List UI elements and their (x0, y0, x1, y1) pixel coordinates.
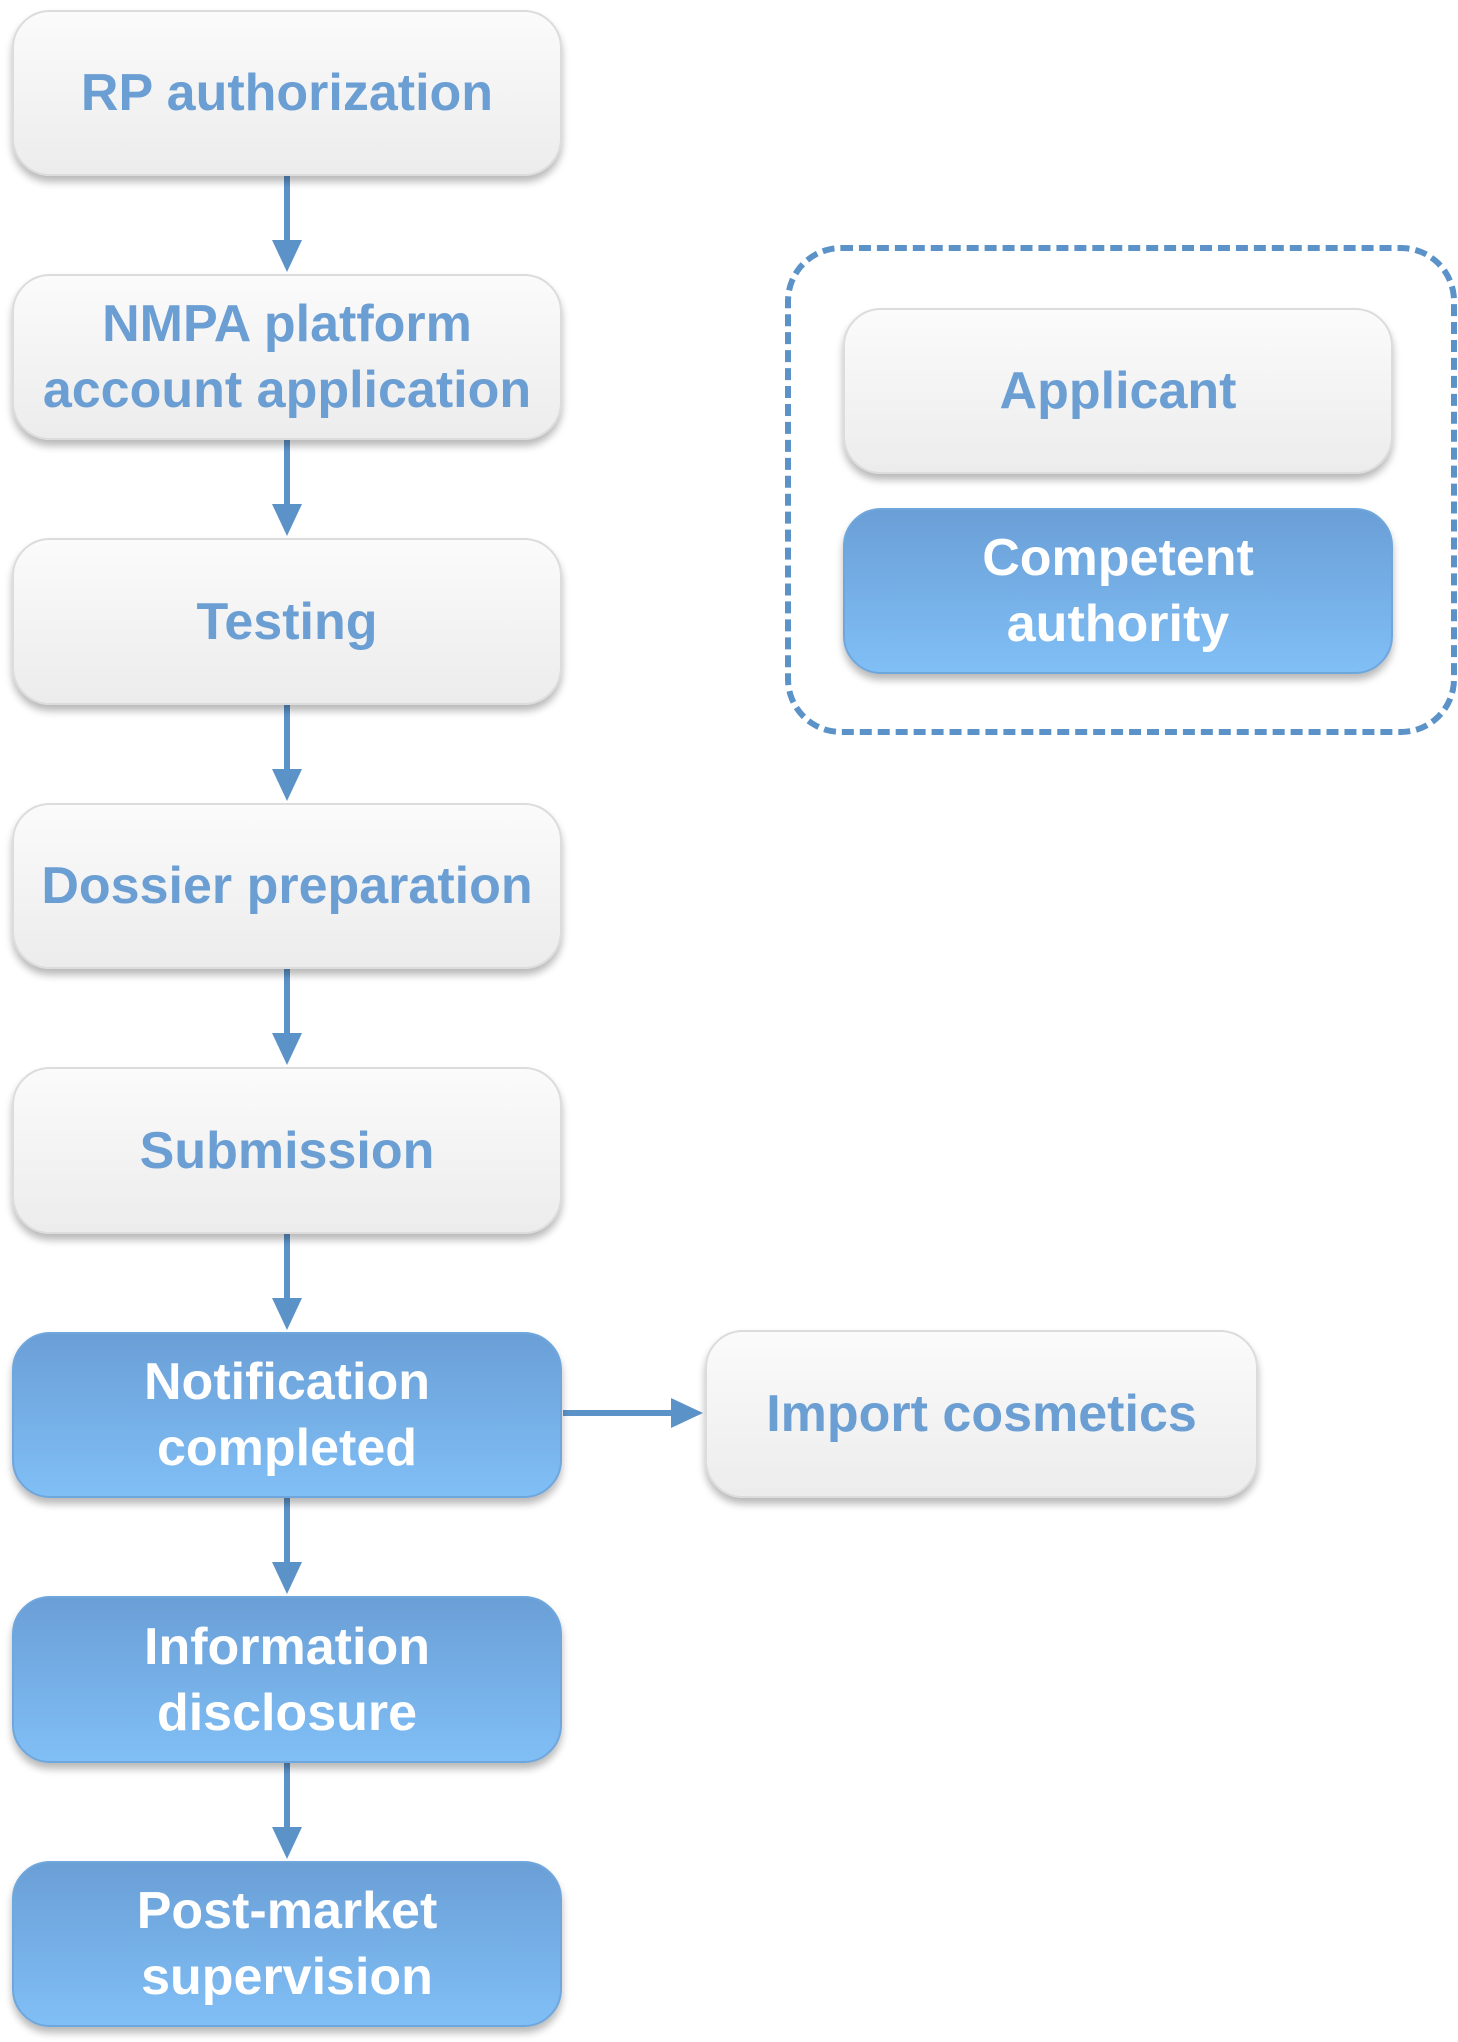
step-label-line-2: account application (42, 361, 532, 419)
arrowhead-5 (272, 1298, 302, 1330)
arrowhead-2 (272, 504, 302, 536)
step-rp-authorization: RP authorization (12, 10, 562, 176)
step-label: Dossier preparation (41, 857, 533, 915)
legend-authority-label-line-1: Competent (982, 529, 1254, 587)
step-testing: Testing (12, 538, 562, 705)
step-label-line-1: Notification (144, 1353, 430, 1411)
step-label-line-2: completed (156, 1419, 418, 1477)
step-nmpa-account-application: NMPA platform account application (12, 274, 562, 440)
step-label: Import cosmetics (766, 1385, 1197, 1443)
step-label: Testing (196, 592, 378, 651)
step-dossier-preparation: Dossier preparation (12, 803, 562, 969)
step-label-line-1: Post-market (136, 1882, 438, 1940)
legend-competent-authority: Competent authority (843, 508, 1393, 674)
step-label: RP authorization (80, 64, 494, 122)
arrowhead-7 (272, 1827, 302, 1859)
legend-frame (785, 245, 1457, 735)
step-label-line-2: supervision (141, 1948, 433, 2006)
step-post-market-supervision: Post-market supervision (12, 1861, 562, 2027)
step-import-cosmetics: Import cosmetics (705, 1330, 1258, 1498)
step-label-line-1: NMPA platform (102, 295, 472, 353)
arrowhead-8 (671, 1398, 703, 1428)
arrowhead-6 (272, 1562, 302, 1594)
step-submission: Submission (12, 1067, 562, 1234)
step-label-line-2: disclosure (156, 1683, 418, 1742)
step-notification-completed: Notification completed (12, 1332, 562, 1498)
legend-applicant: Applicant (843, 308, 1393, 474)
step-label-line-1: Information (144, 1617, 430, 1676)
arrowhead-1 (272, 240, 302, 272)
step-information-disclosure: Information disclosure (12, 1596, 562, 1763)
arrowhead-4 (272, 1033, 302, 1065)
step-label: Submission (139, 1121, 435, 1180)
arrowhead-3 (272, 769, 302, 801)
legend-applicant-label: Applicant (999, 362, 1237, 420)
legend-authority-label-line-2: authority (1006, 595, 1230, 653)
